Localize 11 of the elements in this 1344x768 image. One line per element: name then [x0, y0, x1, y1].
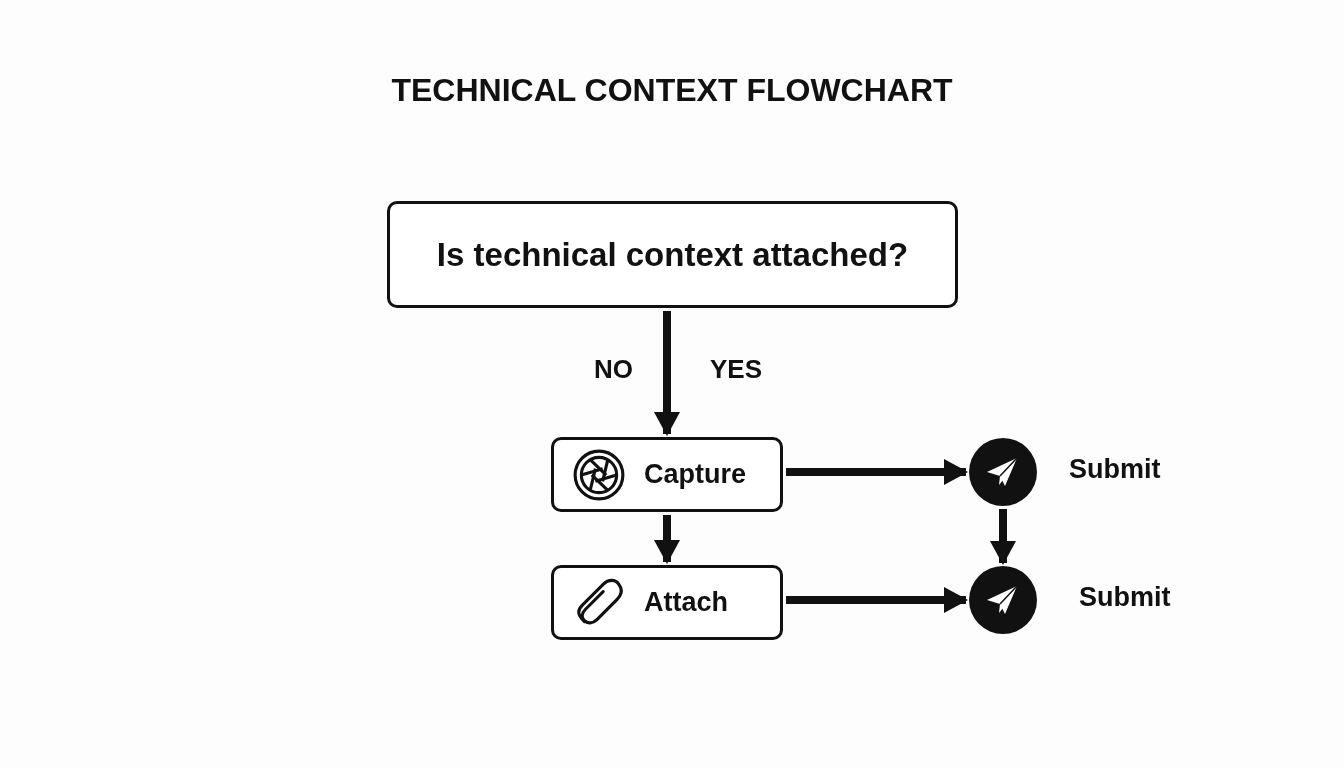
- branch-label: YES: [710, 354, 763, 385]
- diagram-title: TECHNICAL CONTEXT FLOWCHART: [391, 72, 953, 108]
- node-caption: Submit: [1079, 582, 1171, 613]
- node-caption: Submit: [1069, 454, 1161, 485]
- decision-box: [387, 201, 958, 308]
- step-box: [551, 565, 783, 640]
- step-label: Attach: [644, 587, 728, 618]
- question-text: Is technical context attached?: [436, 235, 909, 274]
- step-box: [551, 437, 783, 512]
- step-label: Capture: [644, 459, 746, 490]
- branch-label: NO: [594, 354, 633, 385]
